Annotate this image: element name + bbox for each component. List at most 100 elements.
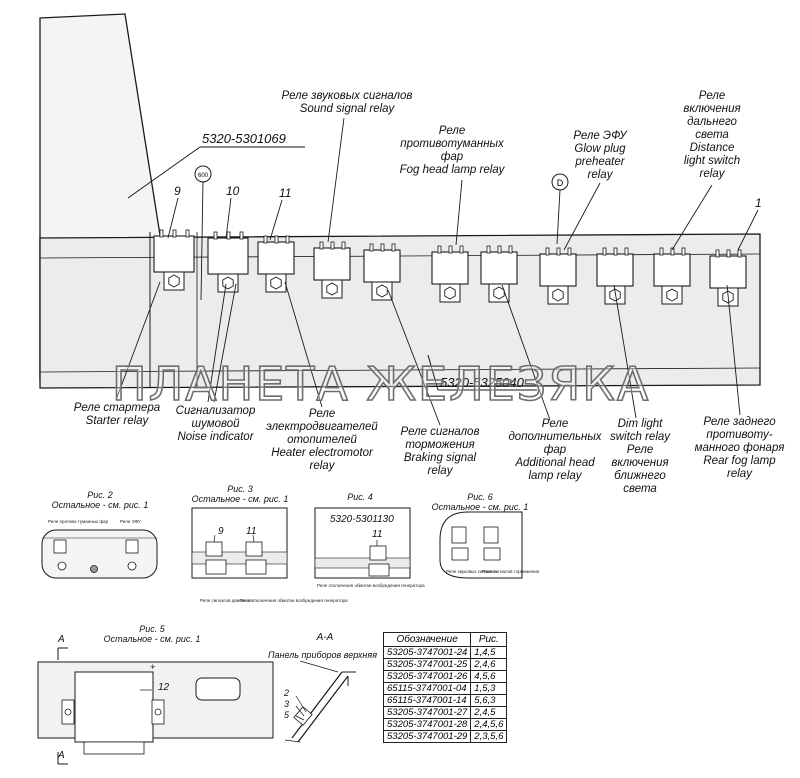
fig5-title: Рис. 5 (139, 624, 165, 634)
noise-leader-2 (213, 283, 237, 403)
fig6-drawing (439, 511, 523, 579)
table-cell-designation: 53205-3747001-28 (382, 718, 472, 731)
callout-11: 11 (279, 186, 292, 200)
marker-600-circle (194, 165, 212, 183)
section-aa-title: A-A (316, 632, 334, 643)
fig5-plus: + (150, 662, 156, 672)
relay-4 (313, 241, 351, 299)
table-cell-designation: 53205-3747001-26 (382, 670, 472, 683)
relay-3 (257, 235, 295, 293)
table-cell-figure: 2,3,5,6 (470, 730, 508, 743)
relay-5 (363, 243, 401, 301)
table-cell-figure: 2,4,6 (470, 658, 508, 671)
table-cell-figure: 2,4,5 (470, 706, 508, 719)
fig2-small-label-1: Реле противо-туманных фар (48, 519, 109, 524)
table-header-figure: Рис. (470, 632, 508, 647)
watermark: ПЛАНЕТА ЖЕЛЕЗЯКА (111, 356, 651, 412)
part-number-bracket: 5320-5301069 (202, 131, 286, 146)
callout-1: 1 (755, 196, 762, 210)
fig6-title: Рис. 6 (467, 492, 493, 502)
part-leader-2 (427, 354, 439, 391)
relay-7 (480, 245, 518, 303)
relay-8 (539, 247, 577, 305)
fig6-small-label-2: Реле сигналов торможения (482, 569, 540, 574)
fig3-callout-9: 9 (218, 526, 224, 537)
fig5-note: Остальное - см. рис. 1 (103, 634, 201, 644)
fig4-part-number: 5320-5301130 (330, 514, 394, 525)
table-header-row: Обозначение Рис. (382, 632, 508, 647)
fig2-note: Остальное - см. рис. 1 (51, 500, 149, 510)
fig5-drawing (37, 647, 274, 765)
braking-leader (387, 289, 441, 426)
fig3-note: Остальное - см. рис. 1 (191, 494, 289, 504)
efu-leader (563, 182, 601, 251)
relay-row (153, 229, 747, 307)
relay-9 (596, 247, 634, 305)
fig3-callout-11: 11 (246, 526, 257, 537)
fig4-small-label-1: Реле отключения обмотки возбуждения гене… (317, 583, 425, 588)
rearfog-leader (726, 284, 741, 416)
part-leader-1 (127, 146, 201, 199)
fig2-drawing (41, 529, 158, 579)
dim-leader (613, 284, 637, 419)
fig3-title: Рис. 3 (227, 484, 253, 494)
table-cell-designation: 65115-3747001-04 (382, 682, 472, 695)
sound-leader (327, 117, 345, 243)
distance-leader (671, 184, 713, 251)
fig3-small-label-1: Реле сигналов двигателя (200, 598, 253, 603)
fig4-drawing (314, 507, 411, 579)
table-cell-figure: 4,5,6 (470, 670, 508, 683)
section-aa-callout-3: 3 (284, 699, 290, 709)
marker-d-circle (551, 173, 569, 191)
callout-10: 10 (226, 184, 240, 198)
relay-6 (431, 245, 469, 303)
noise-leader (207, 283, 227, 403)
table-cell-figure: 2,4,5,6 (470, 718, 508, 731)
marker-600-leader (200, 181, 204, 301)
table-cell-designation: 53205-3747001-25 (382, 658, 472, 671)
callout-9: 9 (174, 184, 181, 198)
table-cell-designation: 53205-3747001-24 (382, 646, 472, 659)
heater-leader (284, 281, 323, 408)
section-aa-callout-5: 5 (284, 710, 290, 720)
callout-1-leader (737, 209, 759, 251)
fig5-callout-12: 12 (158, 682, 170, 693)
table-cell-designation: 65115-3747001-14 (382, 694, 472, 707)
section-aa-subtitle: Панель приборов верхняя (267, 650, 377, 660)
table-cell-designation: 53205-3747001-29 (382, 730, 472, 743)
callout-10-leader (225, 197, 232, 239)
table-cell-figure: 1,4,5 (470, 646, 508, 659)
fig6-note: Остальное - см. рис. 1 (431, 502, 529, 512)
fig6-small-label-1: Реле звуковых сигналов (446, 569, 497, 574)
additional-leader (501, 284, 551, 421)
section-aa-drawing (284, 660, 356, 743)
marker-d-text: D (557, 178, 564, 188)
fig2-small-label-2: Реле ЭФУ (120, 519, 141, 524)
fig5-section-mark-bottom: A (58, 750, 65, 761)
callout-9-leader (167, 197, 179, 239)
marker-600-text: 600 (198, 173, 209, 179)
fig3-small-label-2: Реле отключения обмотки возбуждения гене… (240, 598, 348, 603)
fig2-title: Рис. 2 (87, 490, 113, 500)
table-cell-designation: 53205-3747001-27 (382, 706, 472, 719)
fig4-title: Рис. 4 (347, 492, 373, 502)
table-cell-figure: 5,6,3 (470, 694, 508, 707)
table-cell-figure: 1,5,3 (470, 682, 508, 695)
